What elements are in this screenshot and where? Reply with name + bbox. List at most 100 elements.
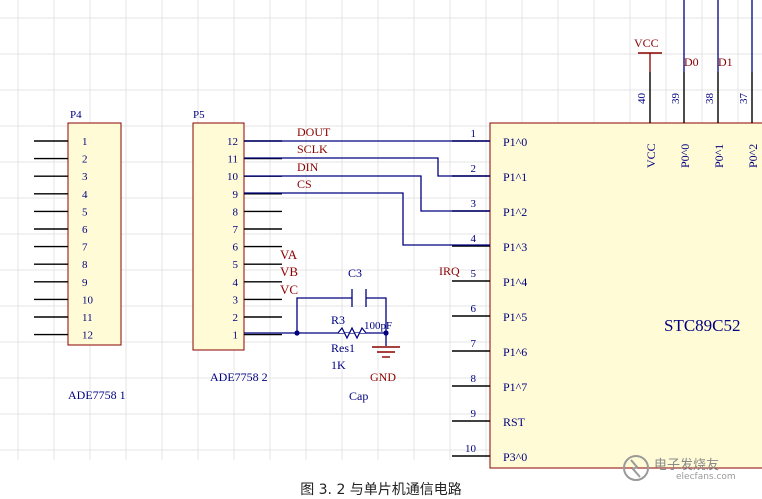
mcu-top-pin-number: 37 bbox=[738, 93, 750, 105]
p4-pin-number: 11 bbox=[82, 312, 93, 324]
res-value: 1K bbox=[331, 358, 346, 372]
mcu-pin-number: 4 bbox=[471, 233, 477, 245]
mcu-pin-number: 8 bbox=[471, 373, 477, 385]
net-label-din: DIN bbox=[297, 160, 319, 174]
p5-pin-number: 12 bbox=[227, 136, 238, 148]
net-label-dout: DOUT bbox=[297, 125, 331, 139]
cap-type: Cap bbox=[349, 389, 368, 403]
mcu-pin-name: P1^0 bbox=[503, 135, 527, 149]
mcu-pin-name: P1^6 bbox=[503, 345, 527, 359]
p5-name: ADE7758 2 bbox=[210, 370, 268, 384]
mcu-stc89c52: STC89C52 1P1^02P1^13P1^24P1^35P1^46P1^57… bbox=[452, 72, 762, 469]
resistor-zigzag bbox=[337, 326, 367, 340]
mcu-pin-name: RST bbox=[503, 415, 526, 429]
p5-pins: 12 11 10 9 8 7 6 5 4 3 2 1 bbox=[227, 136, 282, 342]
vcc-power-symbol: VCC bbox=[634, 36, 662, 72]
mcu-pin-name: P1^1 bbox=[503, 170, 527, 184]
p5-pin-number: 2 bbox=[233, 312, 239, 324]
cap-designator: C3 bbox=[348, 266, 362, 280]
mcu-top-pin-name: P0^2 bbox=[746, 144, 760, 168]
p5-pin-number: 1 bbox=[233, 330, 239, 342]
p4-name: ADE7758 1 bbox=[68, 388, 126, 402]
mcu-pin-number: 3 bbox=[471, 198, 477, 210]
mcu-name: STC89C52 bbox=[664, 316, 741, 335]
wire-cs bbox=[244, 192, 490, 246]
resistor-r3: R3 Res1 1K bbox=[331, 313, 367, 372]
wire-cap-left bbox=[296, 297, 352, 333]
net-label-va: VA bbox=[280, 247, 298, 262]
junction-dot bbox=[294, 330, 300, 336]
junction-dot bbox=[383, 330, 389, 336]
p4-body bbox=[67, 122, 122, 346]
wire-cap-right bbox=[366, 297, 387, 346]
mcu-pin-number: 5 bbox=[471, 268, 477, 280]
watermark-logo-icon bbox=[623, 455, 649, 481]
p5-pin-number: 3 bbox=[233, 294, 239, 306]
capacitor-c3: C3 100pF Cap bbox=[348, 266, 392, 403]
p5-pin-number: 11 bbox=[227, 154, 238, 166]
p5-pin-number: 4 bbox=[233, 277, 239, 289]
wire-sclk bbox=[244, 157, 490, 177]
mcu-top-pin-number: 40 bbox=[636, 93, 648, 105]
p4-designator: P4 bbox=[70, 109, 82, 121]
mcu-top-pin-number: 38 bbox=[704, 93, 716, 105]
net-label-vc: VC bbox=[280, 282, 298, 297]
watermark: 电子发烧友 elecfans.com bbox=[622, 448, 758, 488]
p4-pin-number: 1 bbox=[82, 136, 88, 148]
mcu-body bbox=[489, 122, 762, 469]
mcu-top-pin-name: P0^1 bbox=[712, 144, 726, 168]
p4-pin-number: 2 bbox=[82, 154, 88, 166]
p5-designator: P5 bbox=[193, 109, 205, 121]
mcu-pin-name: P1^2 bbox=[503, 205, 527, 219]
gnd-label: GND bbox=[370, 370, 396, 384]
res-designator: R3 bbox=[331, 313, 345, 327]
connector-p5: P5 12 11 10 9 8 7 6 5 4 3 2 1 ADE7758 2 bbox=[192, 109, 282, 384]
figure-caption: 图 3. 2 与单片机通信电路 bbox=[300, 482, 462, 498]
vcc-power-label: VCC bbox=[634, 36, 659, 50]
p4-pin-number: 7 bbox=[82, 242, 88, 254]
mcu-top-pin-name: VCC bbox=[644, 143, 658, 168]
watermark-text: 电子发烧友 bbox=[654, 458, 720, 473]
watermark-url: elecfans.com bbox=[676, 472, 736, 482]
p4-pin-number: 12 bbox=[82, 330, 93, 342]
p5-pin-number: 9 bbox=[233, 189, 239, 201]
mcu-pin-number: 10 bbox=[465, 443, 477, 455]
mcu-pin-name: P1^7 bbox=[503, 380, 527, 394]
mcu-pin-number: 7 bbox=[471, 338, 477, 350]
mcu-pin-name: P1^5 bbox=[503, 310, 527, 324]
res-type: Res1 bbox=[331, 341, 355, 355]
mcu-pin-name: P1^3 bbox=[503, 240, 527, 254]
mcu-pin-number: 9 bbox=[471, 408, 477, 420]
p5-pin-number: 8 bbox=[233, 206, 239, 218]
ground-symbol: GND bbox=[370, 346, 400, 384]
p4-pin-number: 5 bbox=[82, 206, 88, 218]
p5-pin-number: 7 bbox=[233, 224, 239, 236]
mcu-pin-number: 2 bbox=[471, 163, 477, 175]
p5-body bbox=[192, 122, 245, 351]
cap-value: 100pF bbox=[364, 320, 392, 332]
net-label-sclk: SCLK bbox=[297, 142, 328, 156]
p4-pin-number: 9 bbox=[82, 277, 88, 289]
p5-pin-number: 5 bbox=[233, 259, 239, 271]
p4-pin-number: 4 bbox=[82, 189, 88, 201]
net-label-cs: CS bbox=[297, 177, 312, 191]
net-label-irq: IRQ bbox=[439, 264, 460, 278]
p4-pin-number: 3 bbox=[82, 171, 88, 183]
p4-pin-number: 6 bbox=[82, 224, 88, 236]
mcu-pin-name: P1^4 bbox=[503, 275, 527, 289]
signal-wires bbox=[244, 140, 490, 346]
net-label-d0: D0 bbox=[684, 55, 699, 69]
mcu-pin-number: 1 bbox=[471, 128, 477, 140]
mcu-left-pins: 1P1^02P1^13P1^24P1^35P1^46P1^57P1^68P1^7… bbox=[452, 128, 527, 464]
p4-pin-number: 10 bbox=[82, 294, 94, 306]
p5-pin-number: 6 bbox=[233, 242, 239, 254]
mcu-top-pin-number: 39 bbox=[670, 93, 682, 105]
mcu-top-pin-name: P0^0 bbox=[678, 144, 692, 168]
p5-pin-number: 10 bbox=[227, 171, 239, 183]
net-label-d1: D1 bbox=[718, 55, 733, 69]
wire-din bbox=[244, 175, 490, 212]
